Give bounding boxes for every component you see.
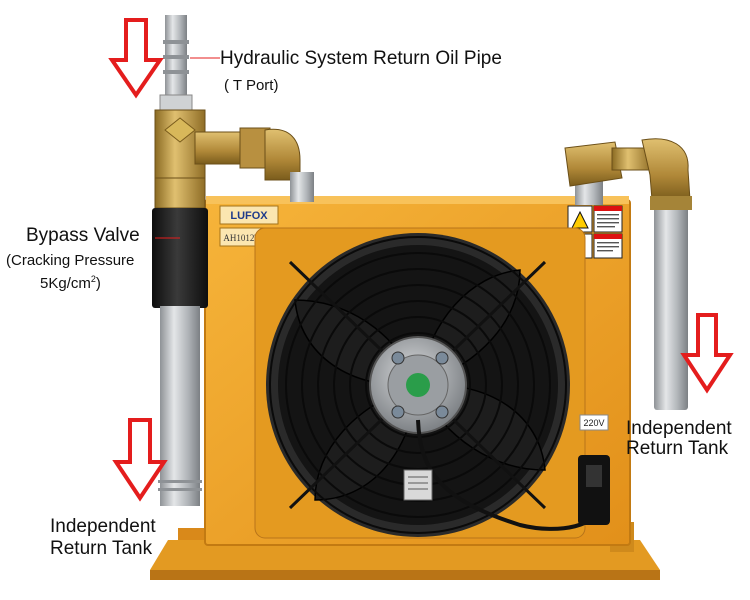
brand-logo: LUFOX [230,210,268,222]
t-port-label: ( T Port) [224,77,279,94]
right-tank-label-line1: Independent [626,418,732,439]
cracking-pressure-superscript: 2 [90,274,96,284]
return-pipe-label: Hydraulic System Return Oil Pipe [220,48,502,69]
right-return-pipe [564,138,692,410]
voltage-text: 220V [583,418,604,428]
cracking-pressure-value: 5Kg/cm2) [40,274,101,292]
cracking-pressure-close-paren: ) [95,275,101,292]
bypass-valve-label: Bypass Valve [26,225,140,246]
voltage-tag: 220V [579,414,609,431]
left-plumbing [152,15,314,506]
red-arrow-right [680,313,734,394]
fan-assembly [254,227,602,539]
red-arrow-top-left [108,18,164,99]
model-number: AH1012T-CA [223,233,275,243]
cracking-pressure-label: (Cracking Pressure [6,252,135,269]
red-arrow-bottom-left [112,418,168,502]
left-tank-label-line2: Return Tank [50,538,153,559]
left-tank-label-line1: Independent [50,516,156,537]
right-tank-label-line2: Return Tank [626,438,729,459]
cracking-pressure-value-text: 5Kg/cm [40,275,91,292]
electrical-connector [578,455,610,525]
